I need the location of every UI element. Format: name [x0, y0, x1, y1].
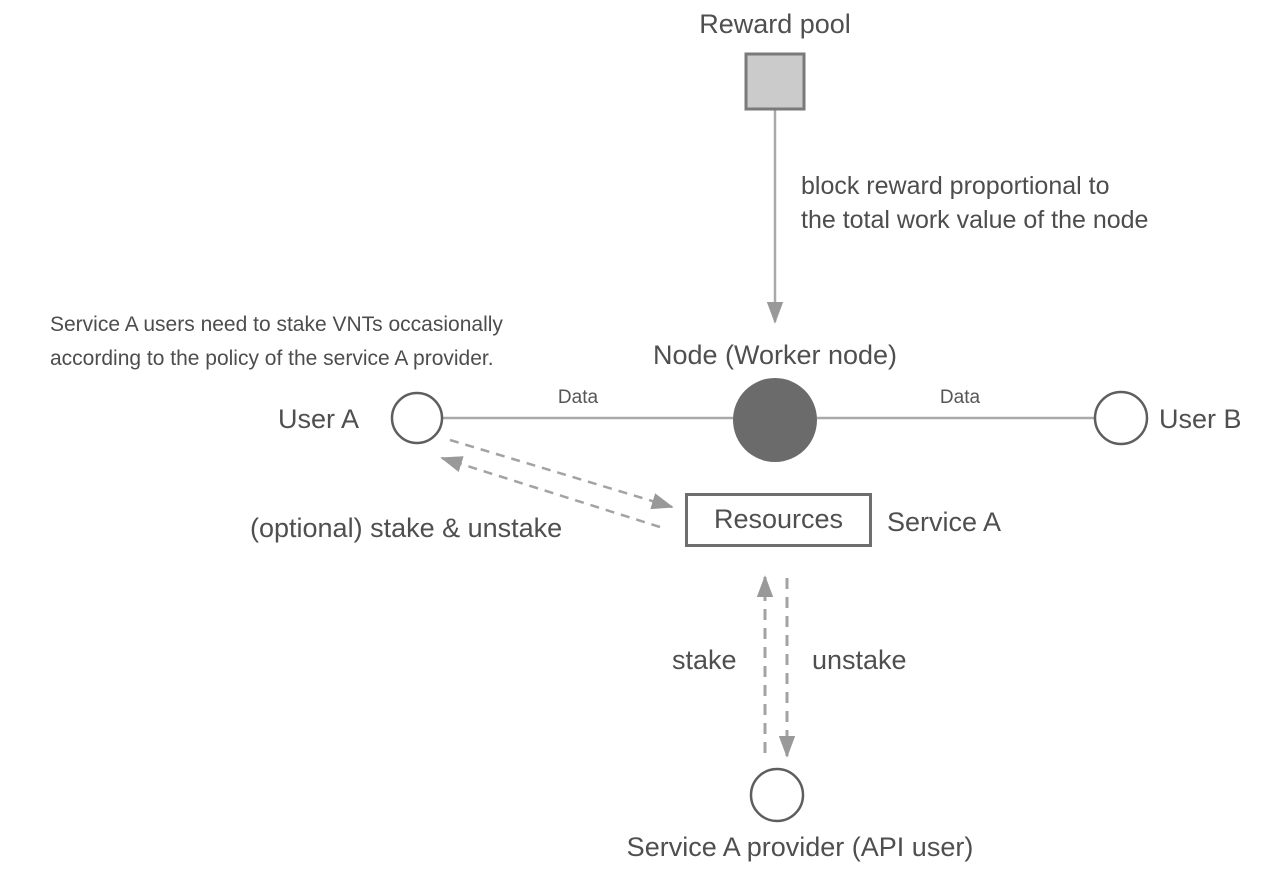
reward-pool-label: Reward pool [699, 9, 851, 39]
service-a-provider-circle [749, 767, 805, 823]
stake-label: stake [672, 645, 737, 675]
service-a-provider-label: Service A provider (API user) [626, 832, 974, 862]
data-label-left: Data [557, 387, 599, 408]
user-a-circle [390, 391, 444, 445]
user-a-label: User A [278, 404, 360, 434]
user-b-circle [1093, 390, 1149, 446]
worker-node-circle [733, 378, 817, 462]
resources-label: Resources [713, 504, 844, 535]
unstake-label: unstake [812, 645, 907, 675]
data-label-right: Data [939, 387, 981, 408]
resources-box: Resources [685, 493, 872, 547]
worker-node-label: Node (Worker node) [652, 340, 898, 370]
reward-pool-square [744, 52, 806, 111]
service-a-label: Service A [887, 507, 1002, 537]
user-b-label: User B [1159, 404, 1242, 434]
optional-stake-unstake-label: (optional) stake & unstake [250, 513, 563, 543]
side-note: Service A users need to stake VNTs occas… [50, 313, 503, 370]
user-a-to-resources-dashed-arrow [449, 438, 674, 510]
resources-to-user-a-dashed-arrow [440, 456, 661, 529]
block-reward-caption: block reward proportional to the total w… [801, 172, 1149, 234]
